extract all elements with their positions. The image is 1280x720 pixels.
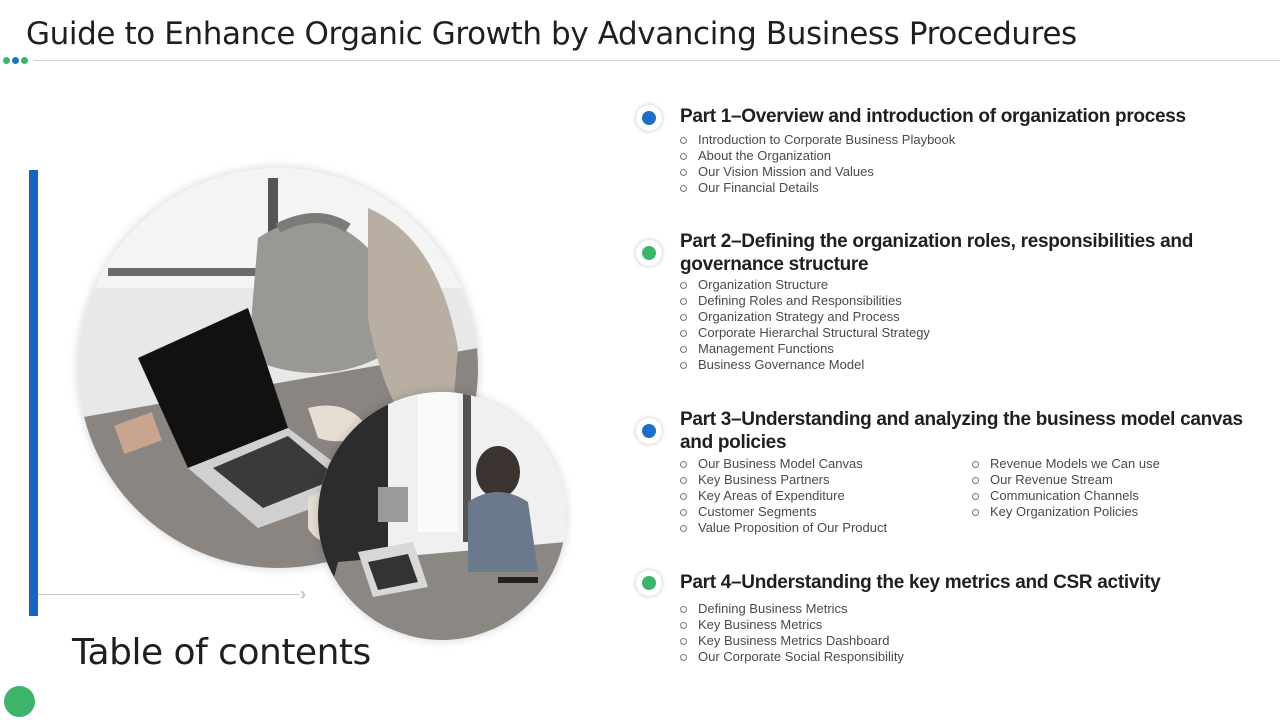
list-item: Key Areas of Expenditure: [680, 488, 887, 504]
list-item: Revenue Models we Can use: [972, 456, 1160, 472]
toc-part-1: Part 1–Overview and introduction of orga…: [636, 105, 1266, 205]
bullet-marker-green: [636, 240, 662, 266]
list-item: Value Proposition of Our Product: [680, 520, 887, 536]
table-of-contents-heading: Table of contents: [72, 632, 371, 673]
small-photo-circle: [318, 392, 566, 640]
decorative-dots: [3, 57, 28, 64]
list-item: Organization Structure: [680, 277, 930, 293]
divider-line: [38, 594, 300, 595]
part-heading: Part 3–Understanding and analyzing the b…: [680, 409, 1243, 453]
list-item: Our Revenue Stream: [972, 472, 1160, 488]
list-item: Introduction to Corporate Business Playb…: [680, 132, 955, 148]
part-items-list: Introduction to Corporate Business Playb…: [680, 132, 955, 196]
part-items-list-left: Our Business Model Canvas Key Business P…: [680, 456, 887, 536]
list-item: Customer Segments: [680, 504, 887, 520]
list-item: Corporate Hierarchal Structural Strategy: [680, 325, 930, 341]
part-heading: Part 4–Understanding the key metrics and…: [680, 572, 1161, 593]
list-item: Communication Channels: [972, 488, 1160, 504]
list-item: Key Business Metrics: [680, 617, 904, 633]
list-item: Management Functions: [680, 341, 930, 357]
list-item: Our Financial Details: [680, 180, 955, 196]
decorative-green-circle: [4, 686, 35, 717]
toc-part-2: Part 2–Defining the organization roles, …: [636, 231, 1266, 380]
list-item: About the Organization: [680, 148, 955, 164]
part-items-list: Organization Structure Defining Roles an…: [680, 277, 930, 373]
bullet-marker-blue: [636, 418, 662, 444]
list-item: Our Corporate Social Responsibility: [680, 649, 904, 665]
list-item: Defining Business Metrics: [680, 601, 904, 617]
cafe-photo-image: [318, 392, 566, 640]
list-item: Defining Roles and Responsibilities: [680, 293, 930, 309]
list-item: Organization Strategy and Process: [680, 309, 930, 325]
list-item: Key Business Metrics Dashboard: [680, 633, 904, 649]
title-divider: [34, 60, 1280, 61]
list-item: Key Business Partners: [680, 472, 887, 488]
bullet-marker-blue: [636, 105, 662, 131]
list-item: Our Vision Mission and Values: [680, 164, 955, 180]
part-items-list: Defining Business Metrics Key Business M…: [680, 601, 904, 665]
accent-bar: [29, 170, 38, 616]
list-item: Business Governance Model: [680, 357, 930, 373]
toc-part-4: Part 4–Understanding the key metrics and…: [636, 570, 1266, 670]
part-heading: Part 2–Defining the organization roles, …: [680, 231, 1194, 275]
slide-title: Guide to Enhance Organic Growth by Advan…: [26, 16, 1077, 52]
list-item: Key Organization Policies: [972, 504, 1160, 520]
list-item: Our Business Model Canvas: [680, 456, 887, 472]
bullet-marker-green: [636, 570, 662, 596]
part-heading: Part 1–Overview and introduction of orga…: [680, 106, 1186, 127]
part-items-list-right: Revenue Models we Can use Our Revenue St…: [972, 456, 1160, 520]
toc-part-3: Part 3–Understanding and analyzing the b…: [636, 409, 1266, 548]
